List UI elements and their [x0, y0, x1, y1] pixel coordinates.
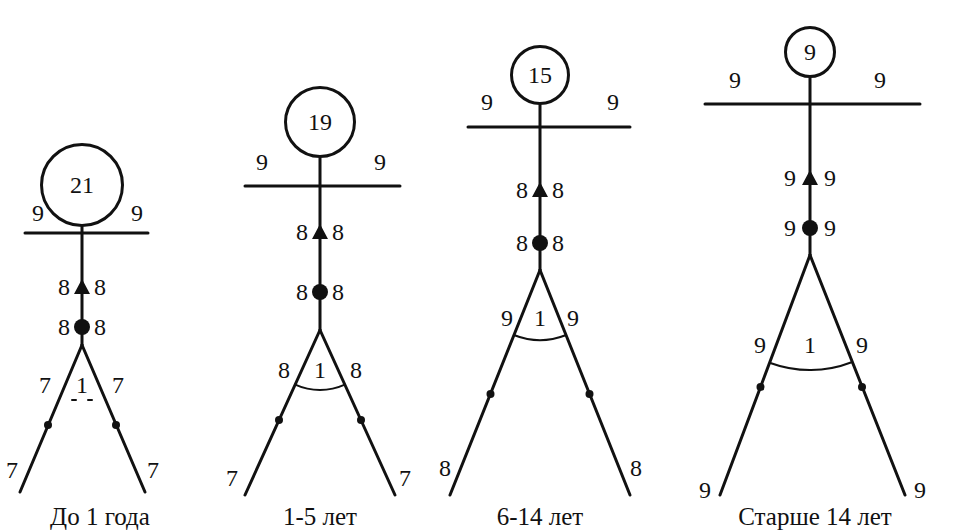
- percent-number: 8: [296, 220, 308, 244]
- percent-number: 9: [131, 201, 143, 225]
- percent-number: 9: [754, 333, 766, 357]
- percent-number: 9: [32, 201, 44, 225]
- percent-number: 9: [824, 216, 836, 240]
- age-caption: 6-14 лет: [497, 504, 584, 529]
- percent-number: 9: [699, 478, 711, 502]
- percent-number: 8: [350, 358, 362, 382]
- percent-number: 8: [516, 231, 528, 255]
- figure-infant: [20, 227, 148, 492]
- percent-number: 7: [399, 466, 411, 490]
- percent-number: 8: [58, 275, 70, 299]
- percent-number: 9: [784, 216, 796, 240]
- percent-number: 8: [296, 280, 308, 304]
- percent-number: 9: [856, 333, 868, 357]
- age-caption: 1-5 лет: [283, 504, 357, 529]
- percent-number: 9: [874, 68, 886, 92]
- percent-number: 8: [439, 456, 451, 480]
- percent-number: 8: [630, 456, 642, 480]
- percent-number: 1: [314, 358, 326, 382]
- percent-number: 8: [58, 315, 70, 339]
- figure-child: [450, 105, 630, 495]
- percent-number: 1: [534, 306, 546, 330]
- head-circle: 15: [510, 45, 570, 105]
- percent-number: 9: [824, 166, 836, 190]
- percent-number: 7: [6, 458, 18, 482]
- percent-number: 9: [481, 90, 493, 114]
- percent-number: 7: [147, 458, 159, 482]
- percent-number: 9: [914, 478, 926, 502]
- figure-toddler: [245, 158, 400, 495]
- percent-number: 9: [501, 306, 513, 330]
- percent-number: 8: [552, 231, 564, 255]
- percent-number: 7: [39, 373, 51, 397]
- percent-number: 7: [226, 466, 238, 490]
- age-caption: Старше 14 лет: [738, 504, 892, 529]
- percent-number: 19: [308, 110, 332, 134]
- percent-number: 8: [94, 315, 106, 339]
- percent-number: 9: [256, 150, 268, 174]
- percent-number: 9: [729, 68, 741, 92]
- percent-number: 9: [567, 306, 579, 330]
- head-circle: 9: [784, 26, 836, 78]
- head-circle: 21: [40, 143, 124, 227]
- percent-number: 8: [278, 358, 290, 382]
- percent-number: 8: [516, 178, 528, 202]
- percent-number: 8: [94, 275, 106, 299]
- figure-adult: [705, 78, 920, 495]
- age-caption: До 1 года: [50, 504, 150, 529]
- percent-number: 8: [332, 220, 344, 244]
- percent-number: 9: [607, 90, 619, 114]
- percent-number: 1: [804, 333, 816, 357]
- percent-number: 1: [76, 373, 88, 397]
- percent-number: 15: [528, 63, 552, 87]
- percent-number: 9: [784, 166, 796, 190]
- percent-number: 8: [552, 178, 564, 202]
- percent-number: 8: [332, 280, 344, 304]
- percent-number: 21: [70, 173, 94, 197]
- percent-number: 7: [112, 373, 124, 397]
- percent-number: 9: [804, 40, 816, 64]
- percent-number: 9: [374, 150, 386, 174]
- head-circle: 19: [284, 86, 356, 158]
